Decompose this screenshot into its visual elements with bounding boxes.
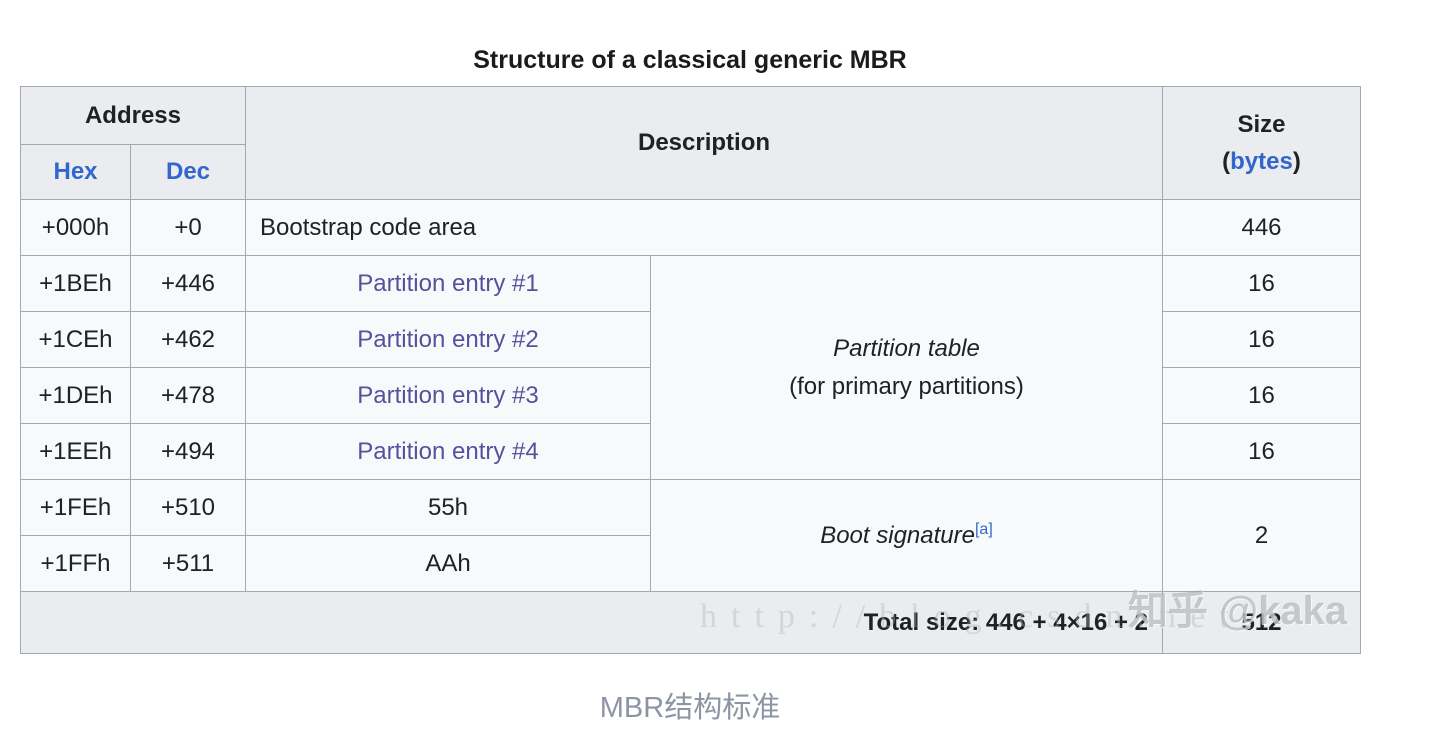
partition-entry-cell: Partition entry #4 [245,423,651,480]
hex-cell: +1CEh [20,311,131,368]
mbr-structure-table: Address Description Size (bytes) Hex Dec… [20,86,1361,654]
dec-cell: +0 [130,199,246,256]
total-label-cell: Total size: 446 + 4×16 + 2 [20,591,1163,654]
boot-signature-label: Boot signature [820,521,975,549]
size-header-label: Size [1237,110,1286,138]
partition-entry-1-link[interactable]: Partition entry #1 [357,269,539,297]
partition-row-4: +1EEh +494 Partition entry #4 16 [20,423,1361,480]
partition-entry-cell: Partition entry #1 [245,255,651,312]
partition-entry-cell: Partition entry #2 [245,311,651,368]
dec-link[interactable]: Dec [165,158,211,185]
signature-value-cell: AAh [245,535,651,592]
total-row: Total size: 446 + 4×16 + 2 512 [20,591,1361,654]
size-cell: 16 [1162,311,1361,368]
partition-row-1: +1BEh +446 Partition entry #1 Partition … [20,255,1361,480]
partition-entry-cell: Partition entry #3 [245,367,651,424]
dec-cell: +494 [130,423,246,480]
address-header: Address [20,86,246,145]
dec-header: Dec [130,144,246,200]
header-row-2: Hex Dec [20,144,1361,200]
partition-entry-2-link[interactable]: Partition entry #2 [357,325,539,353]
hex-cell: +1EEh [20,423,131,480]
hex-cell: +000h [20,199,131,256]
hex-cell: +1DEh [20,367,131,424]
size-header-unit: (bytes) [1222,148,1301,175]
hex-cell: +1FFh [20,535,131,592]
dec-cell: +446 [130,255,246,312]
size-cell: 2 [1162,479,1361,592]
dec-cell: +510 [130,479,246,536]
size-cell: 16 [1162,255,1361,312]
hex-cell: +1FEh [20,479,131,536]
signature-value-cell: 55h [245,479,651,536]
bytes-link[interactable]: bytes [1230,148,1293,175]
dec-cell: +478 [130,367,246,424]
size-header: Size (bytes) [1162,86,1361,200]
partition-table-label: Partition table [833,335,980,363]
size-cell: 16 [1162,367,1361,424]
hex-header: Hex [20,144,131,200]
dec-cell: +462 [130,311,246,368]
partition-entry-4-link[interactable]: Partition entry #4 [357,437,539,465]
partition-table-cell: Partition table (for primary partitions) [650,255,1163,480]
header-row-1: Address Description Size (bytes) [20,86,1361,200]
size-cell: 446 [1162,199,1361,256]
total-size-cell: 512 [1162,591,1361,654]
partition-row-3: +1DEh +478 Partition entry #3 16 [20,367,1361,424]
partition-row-2: +1CEh +462 Partition entry #2 16 [20,311,1361,368]
bootstrap-desc-cell: Bootstrap code area [245,199,1163,256]
dec-cell: +511 [130,535,246,592]
figure-caption: MBR结构标准 [599,692,781,724]
boot-signature-cell: Boot signature[a] [650,479,1163,592]
hex-link[interactable]: Hex [53,158,98,185]
size-cell: 16 [1162,423,1361,480]
table-title: Structure of a classical generic MBR [473,46,907,74]
description-header: Description [245,86,1163,200]
partition-entry-3-link[interactable]: Partition entry #3 [357,381,539,409]
footnote-a-link[interactable]: [a] [974,520,993,538]
hex-cell: +1BEh [20,255,131,312]
bootstrap-row: +000h +0 Bootstrap code area 446 [20,199,1361,256]
partition-table-sublabel: (for primary partitions) [789,372,1024,400]
signature-row-1: +1FEh +510 55h Boot signature[a] 2 [20,479,1361,592]
